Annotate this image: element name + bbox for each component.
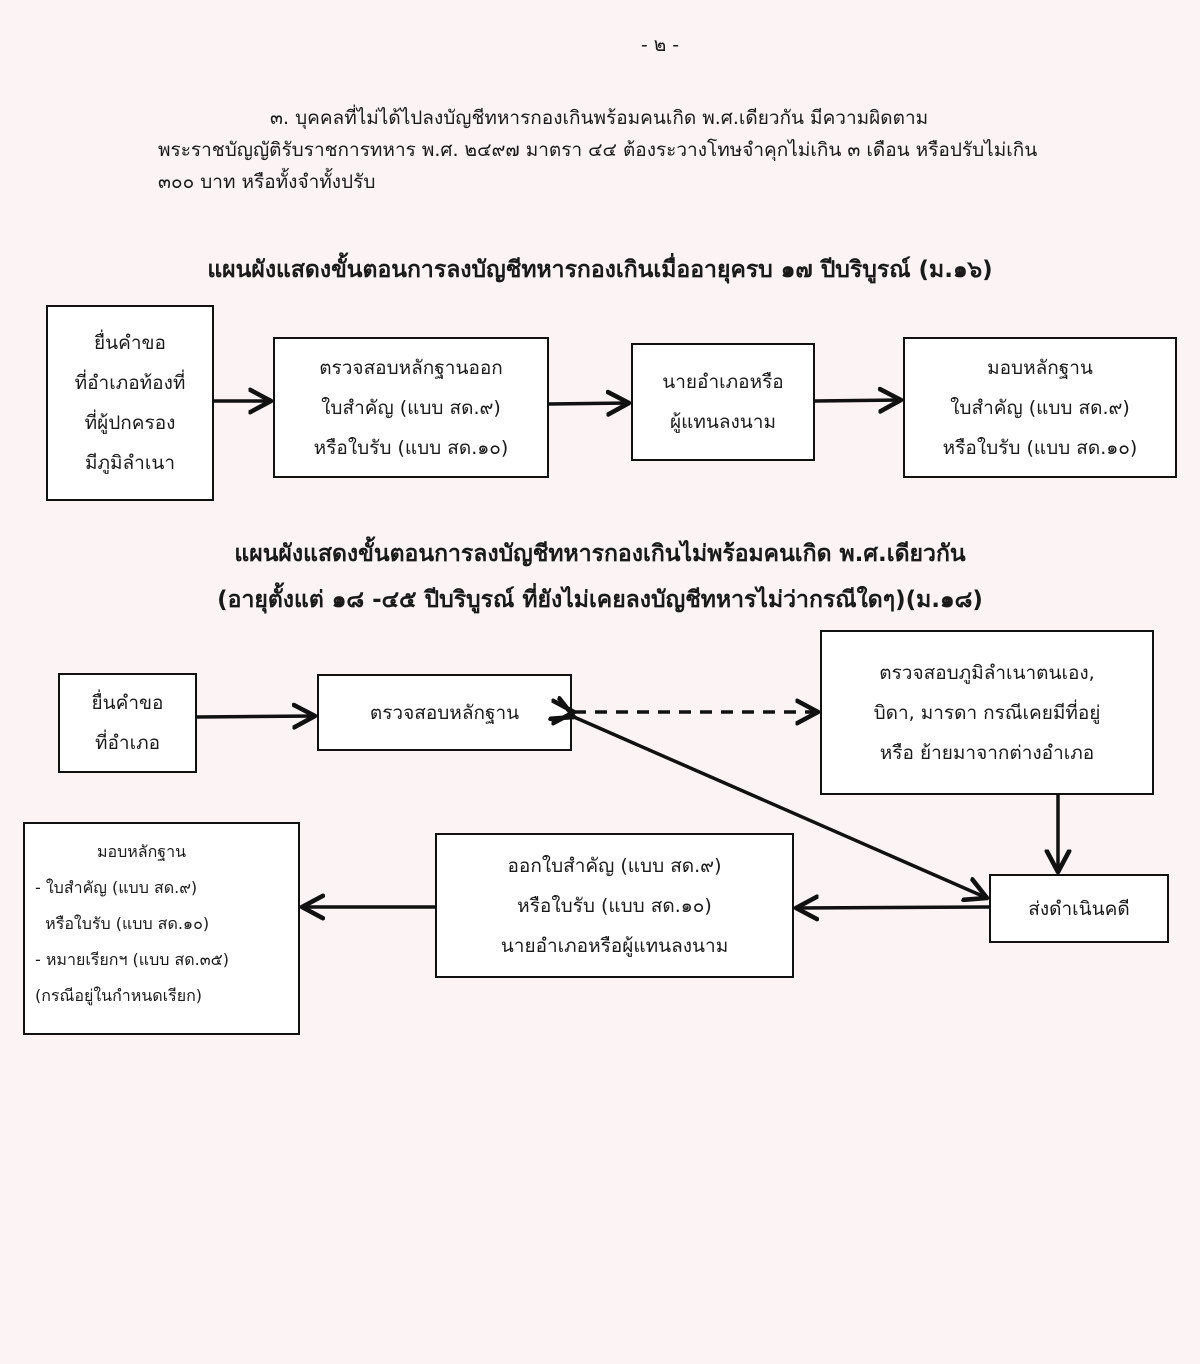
chart2-issue-certificate-text: ออกใบสำคัญ (แบบ สด.๙) หรือใบรับ (แบบ สด.…: [500, 854, 729, 957]
chart2-deliver-box: มอบหลักฐาน - ใบสำคัญ (แบบ สด.๙) หรือใบรั…: [23, 822, 300, 1035]
chart2-deliver-title: มอบหลักฐาน: [96, 842, 187, 861]
paragraph-line-3: ๓๐๐ บาท หรือทั้งจำทั้งปรับ: [158, 171, 376, 193]
arrow-sign-to-deliver: [814, 400, 901, 401]
chart2-deliver-line-2: หรือใบรับ (แบบ สด.๑๐): [35, 914, 210, 933]
chart2-deliver-line-1: - ใบสำคัญ (แบบ สด.๙): [35, 878, 198, 897]
arrow-submit-to-check-evidence: [196, 716, 315, 717]
chart2-issue-certificate-box: ออกใบสำคัญ (แบบ สด.๙) หรือใบรับ (แบบ สด.…: [435, 833, 794, 978]
paragraph-line-1: ๓. บุคคลที่ไม่ได้ไปลงบัญชีทหารกองเกินพร้…: [270, 107, 929, 129]
chart1-check-evidence-box: ตรวจสอบหลักฐานออก ใบสำคัญ (แบบ สด.๙) หรื…: [273, 337, 549, 478]
chart2-submit-request-box: ยื่นคำขอ ที่อำเภอ: [58, 673, 197, 773]
chart2-title-line-2: (อายุตั้งแต่ ๑๘ -๔๕ ปีบริบูรณ์ ที่ยังไม่…: [217, 587, 983, 613]
chart2-deliver-line-3: - หมายเรียกฯ (แบบ สด.๓๕): [35, 950, 229, 969]
arrow-prosecute-to-issue: [796, 907, 990, 908]
arrow-check-to-sign: [548, 403, 629, 404]
chart2-check-evidence-box: ตรวจสอบหลักฐาน: [317, 674, 572, 751]
chart1-title: แผนผังแสดงขั้นตอนการลงบัญชีทหารกองเกินเม…: [207, 257, 993, 283]
chart2-submit-request-text: ยื่นคำขอ ที่อำเภอ: [91, 692, 164, 754]
chart1-check-evidence-text: ตรวจสอบหลักฐานออก ใบสำคัญ (แบบ สด.๙) หรื…: [313, 356, 509, 459]
penalty-paragraph: ๓. บุคคลที่ไม่ได้ไปลงบัญชีทหารกองเกินพร้…: [158, 102, 1088, 198]
chart2-prosecute-box: ส่งดำเนินคดี: [989, 874, 1169, 943]
chart2-check-domicile-box: ตรวจสอบภูมิลำเนาตนเอง, บิดา, มารดา กรณีเ…: [820, 630, 1154, 795]
chart2-title-line-1: แผนผังแสดงขั้นตอนการลงบัญชีทหารกองเกินไม…: [234, 541, 966, 567]
chart2-deliver-line-4: (กรณีอยู่ในกำหนดเรียก): [35, 986, 203, 1005]
chart2-prosecute-text: ส่งดำเนินคดี: [1028, 897, 1130, 920]
chart2-check-evidence-text: ตรวจสอบหลักฐาน: [369, 701, 520, 724]
paragraph-line-2: พระราชบัญญัติรับราชการทหาร พ.ศ. ๒๔๙๗ มาต…: [158, 139, 1038, 161]
chart1-submit-request-text: ยื่นคำขอ ที่อำเภอท้องที่ ที่ผู้ปกครอง มี…: [74, 332, 186, 474]
page-number: - ๒ -: [640, 34, 680, 56]
chart1-sign-box: นายอำเภอหรือ ผู้แทนลงนาม: [631, 343, 815, 461]
chart1-submit-request-box: ยื่นคำขอ ที่อำเภอท้องที่ ที่ผู้ปกครอง มี…: [46, 305, 214, 501]
chart2-check-domicile-text: ตรวจสอบภูมิลำเนาตนเอง, บิดา, มารดา กรณีเ…: [873, 661, 1101, 764]
chart1-deliver-box: มอบหลักฐาน ใบสำคัญ (แบบ สด.๙) หรือใบรับ …: [903, 337, 1177, 478]
chart1-sign-text: นายอำเภอหรือ ผู้แทนลงนาม: [662, 371, 784, 433]
chart1-deliver-text: มอบหลักฐาน ใบสำคัญ (แบบ สด.๙) หรือใบรับ …: [942, 356, 1138, 459]
